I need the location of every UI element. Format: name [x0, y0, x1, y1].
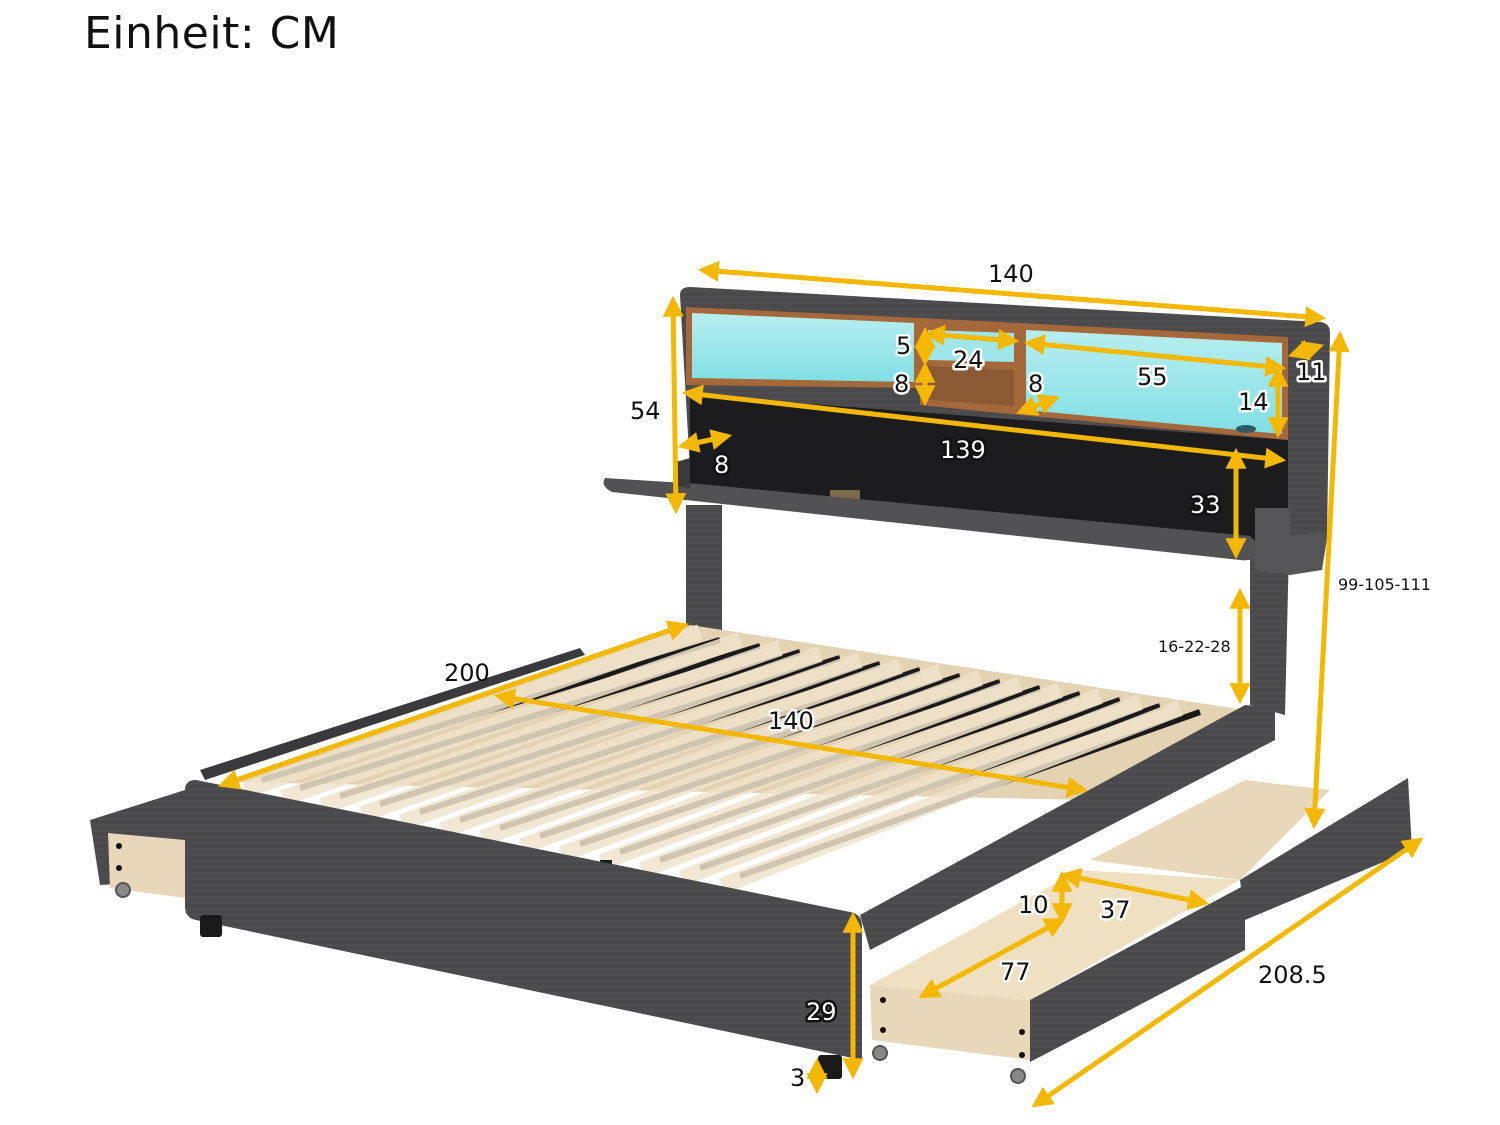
label-frame-length: 200	[444, 659, 490, 687]
label-side-rail-height: 29	[806, 998, 837, 1026]
label-total-length: 208.5	[1258, 961, 1327, 989]
label-shelf-bottom-height: 8	[894, 370, 909, 398]
label-headboard-width: 140	[988, 260, 1034, 288]
label-floor-clearance: 3	[790, 1064, 805, 1092]
label-headboard-depth: 11	[1296, 358, 1327, 386]
unit-title: Einheit: CM	[84, 8, 340, 59]
label-shelf-depth: 8	[1028, 370, 1043, 398]
label-shelf-top-height: 5	[896, 332, 911, 360]
label-storage-width: 139	[940, 436, 986, 464]
dimension-arrows	[218, 260, 1424, 1108]
label-frame-width: 140	[768, 707, 814, 735]
dimension-labels: 140 5 24 8 8 55 11 14 54 139 8 33 99-105…	[444, 260, 1431, 1092]
label-headboard-height: 54	[630, 397, 661, 425]
label-shelf-right-width: 55	[1137, 363, 1168, 391]
right-drawers	[870, 778, 1412, 1084]
label-shelf-middle-width: 24	[953, 346, 984, 374]
label-storage-lid-depth: 8	[714, 451, 729, 479]
label-drawer-width: 37	[1100, 896, 1131, 924]
label-total-height: 99-105-111	[1338, 575, 1431, 594]
left-drawer	[90, 790, 185, 898]
label-headboard-clearance: 16-22-28	[1158, 637, 1231, 656]
label-drawer-height: 10	[1018, 891, 1049, 919]
label-drawer-length: 77	[1000, 958, 1031, 986]
label-shelf-height: 14	[1238, 388, 1269, 416]
label-storage-height: 33	[1190, 491, 1221, 519]
